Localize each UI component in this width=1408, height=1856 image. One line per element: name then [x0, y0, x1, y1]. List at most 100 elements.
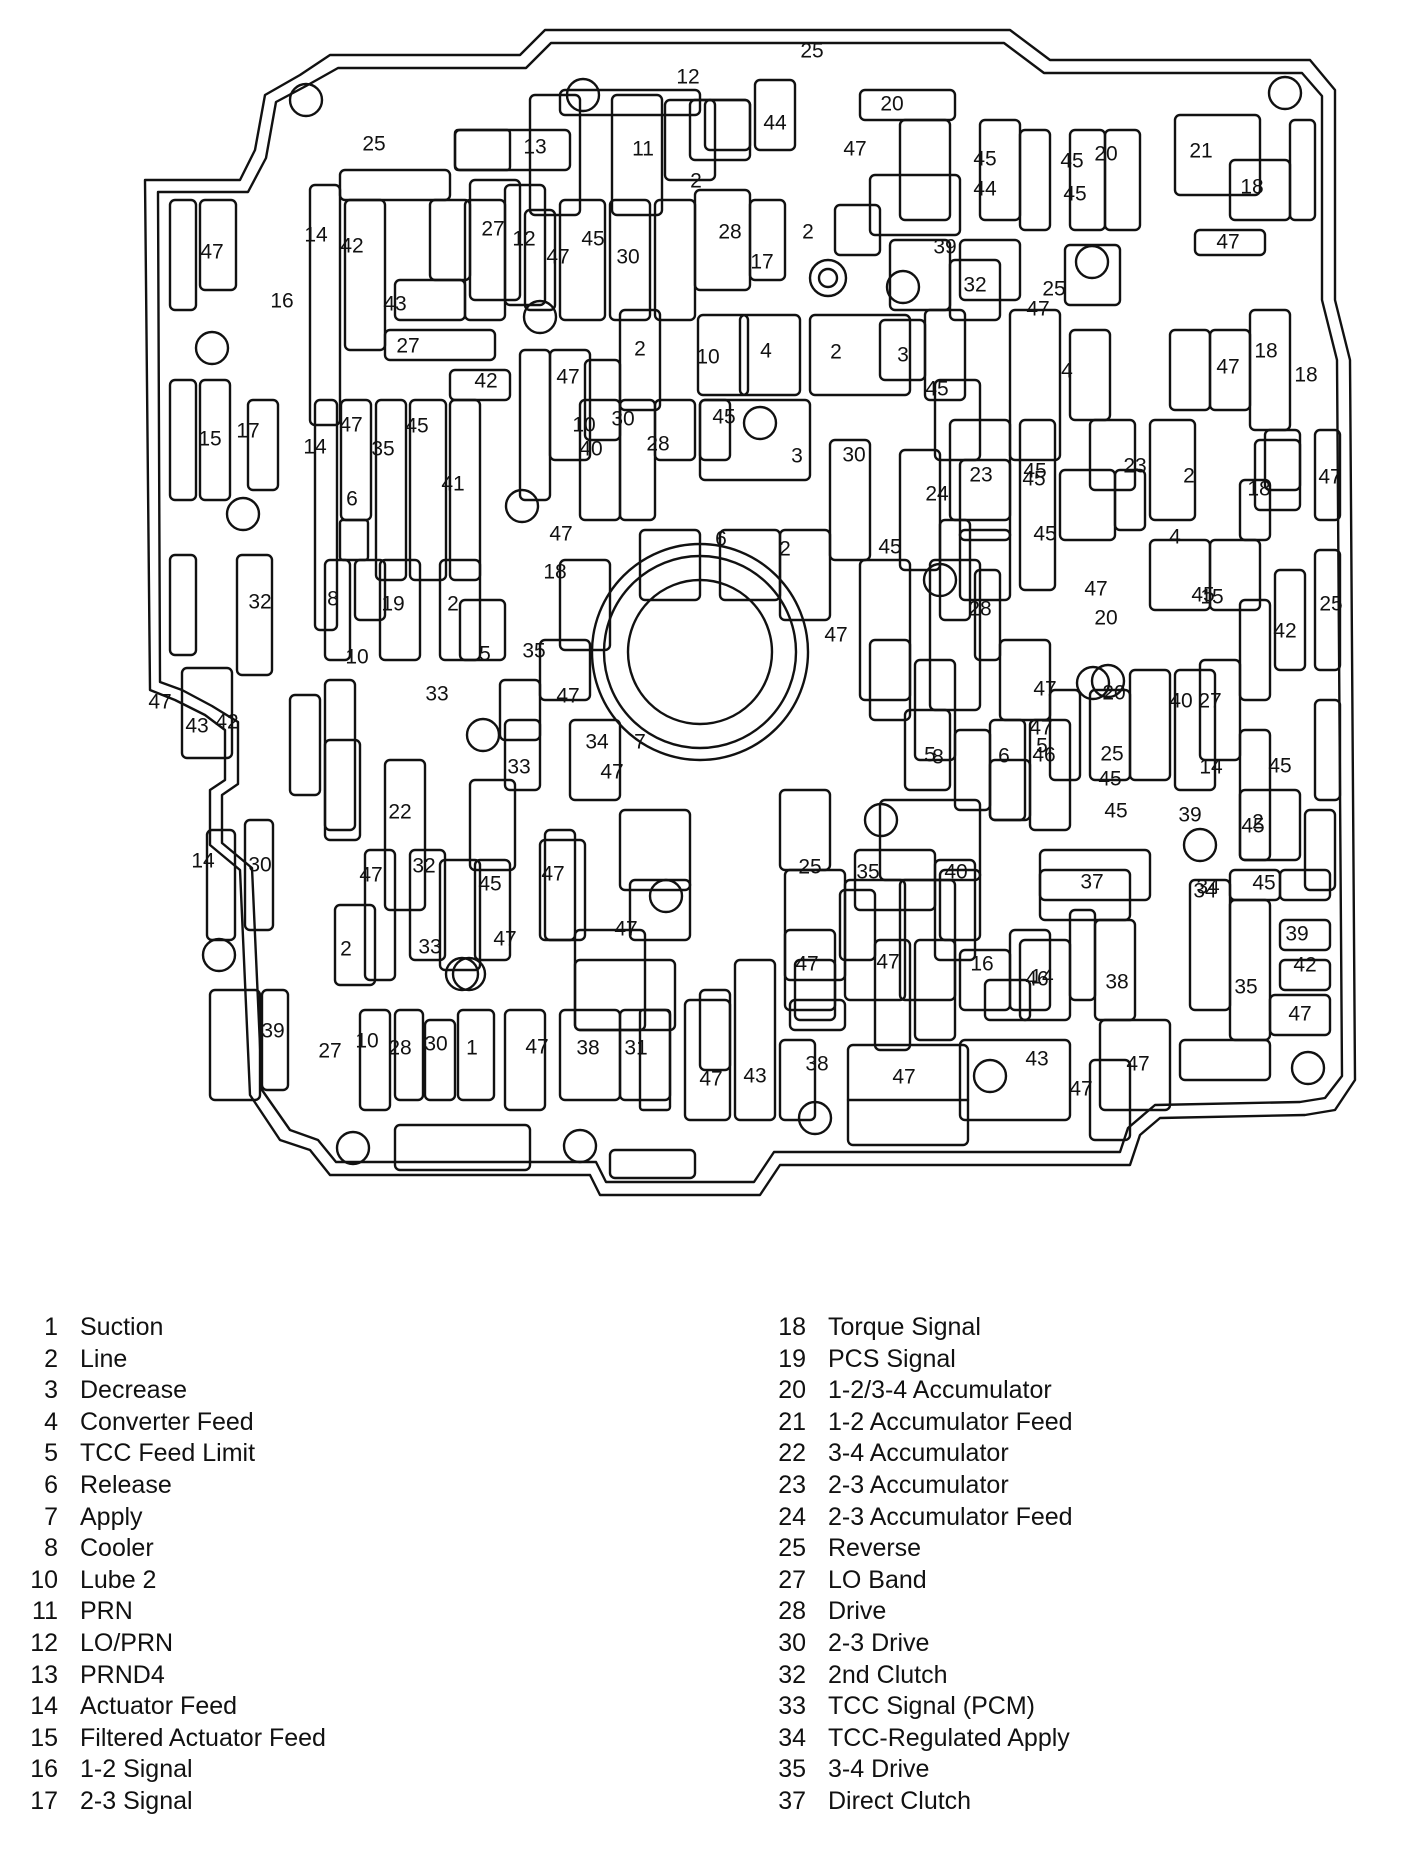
passage-label: 47 — [200, 241, 223, 264]
legend-label: 2-3 Drive — [828, 1628, 930, 1657]
legend-code: 34 — [778, 1723, 806, 1752]
passage-label: 18 — [1294, 364, 1317, 387]
legend-label: LO Band — [828, 1565, 927, 1594]
passage-label: 2 — [779, 538, 791, 561]
passage-label: 45 — [478, 873, 501, 896]
passage-label: 42 — [340, 235, 363, 258]
bolt-hole — [562, 1128, 598, 1164]
passage-label: 47 — [148, 691, 171, 714]
passage-label: 6 — [346, 488, 358, 511]
passage-label: 47 — [892, 1066, 915, 1089]
passage-label: 20 — [1094, 143, 1117, 166]
passage-label: 40 — [579, 438, 602, 461]
passage-label: 20 — [1102, 682, 1125, 705]
passage-label: 47 — [1069, 1078, 1092, 1101]
legend-label: Filtered Actuator Feed — [80, 1723, 326, 1752]
passage-label: 45 — [405, 415, 428, 438]
legend-code: 14 — [30, 1692, 58, 1721]
bolt-hole — [504, 488, 540, 524]
bolt-hole — [648, 878, 684, 914]
passage-label: 37 — [1080, 871, 1103, 894]
bolt-hole — [194, 330, 230, 366]
legend-label: 3-4 Accumulator — [828, 1439, 1009, 1468]
legend-code: 25 — [778, 1534, 806, 1563]
bore-port — [817, 267, 839, 289]
legend-item: 37 Direct Clutch — [770, 1786, 1073, 1818]
passage-label: 47 — [1216, 356, 1239, 379]
passage-label: 2 — [830, 341, 842, 364]
bolt-hole — [201, 937, 237, 973]
passage-label: 24 — [925, 483, 949, 506]
passage-label: 25 — [800, 40, 823, 63]
legend-label: LO/PRN — [80, 1628, 174, 1657]
passage-label: 45 — [1022, 468, 1045, 491]
bolt-hole — [335, 1130, 371, 1166]
legend-label: Torque Signal — [828, 1313, 981, 1341]
passage-label: 30 — [424, 1033, 447, 1056]
legend-code: 13 — [30, 1660, 58, 1689]
bolt-hole — [1075, 665, 1111, 701]
legend-label: Direct Clutch — [828, 1786, 972, 1815]
passage-label: 8 — [327, 588, 339, 611]
bolt-hole — [465, 717, 501, 753]
passage-label: 17 — [236, 420, 259, 443]
passage-label: 3 — [897, 344, 909, 367]
legend-code: 27 — [778, 1565, 806, 1594]
legend-label: Reverse — [828, 1534, 922, 1563]
passage-label: 46 — [1025, 968, 1048, 991]
legend-label: 2-3 Accumulator — [828, 1470, 1009, 1499]
passage-label: 23 — [969, 464, 992, 487]
legend-label: PCS Signal — [828, 1344, 956, 1373]
legend-code: 19 — [778, 1344, 806, 1373]
legend-code: 4 — [44, 1407, 58, 1436]
passage-label: 45 — [1023, 460, 1046, 483]
legend-code: 12 — [30, 1628, 58, 1657]
legend-code: 24 — [778, 1502, 806, 1531]
passage-label: 47 — [1288, 1003, 1311, 1026]
legend-code: 15 — [30, 1723, 58, 1752]
passage-label: 6 — [998, 745, 1010, 768]
passage-label: 5 — [479, 643, 491, 666]
passage-label: 25 — [798, 856, 821, 879]
legend-label: 2nd Clutch — [828, 1660, 948, 1689]
passage-label: 12 — [676, 66, 699, 89]
legend-code: 22 — [778, 1439, 806, 1468]
passage-label: 47 — [556, 685, 579, 708]
passage-label: 2 — [1183, 465, 1195, 488]
passage-label: 47 — [541, 863, 564, 886]
legend-label: Drive — [828, 1597, 887, 1626]
passage-label: 42 — [1293, 954, 1316, 977]
passage-label: 10 — [696, 346, 719, 369]
passage-label: 2 — [690, 170, 702, 193]
passage-label: 40 — [1169, 690, 1192, 713]
passage-label: 45 — [973, 148, 996, 171]
passage-label: 42 — [1273, 620, 1296, 643]
legend-item: 28 Drive — [770, 1596, 1073, 1628]
passage-label: 47 — [1026, 298, 1049, 321]
passage-label: 16 — [970, 953, 993, 976]
passage-label: 35 — [856, 861, 879, 884]
centre-bore — [626, 578, 774, 726]
bolt-hole — [885, 269, 921, 305]
bolt-hole — [451, 956, 487, 992]
passage-label: 10 — [355, 1030, 378, 1053]
passage-label: 44 — [973, 178, 997, 201]
passage-label: 25 — [1100, 743, 1123, 766]
passage-label: 45 — [712, 406, 735, 429]
legend-label: Suction — [80, 1313, 164, 1341]
passage-label: 28 — [388, 1037, 411, 1060]
legend-label: TCC Feed Limit — [80, 1439, 256, 1468]
legend-code: 28 — [778, 1597, 806, 1626]
legend-code: 23 — [778, 1470, 806, 1499]
legend-code: 37 — [778, 1786, 806, 1815]
